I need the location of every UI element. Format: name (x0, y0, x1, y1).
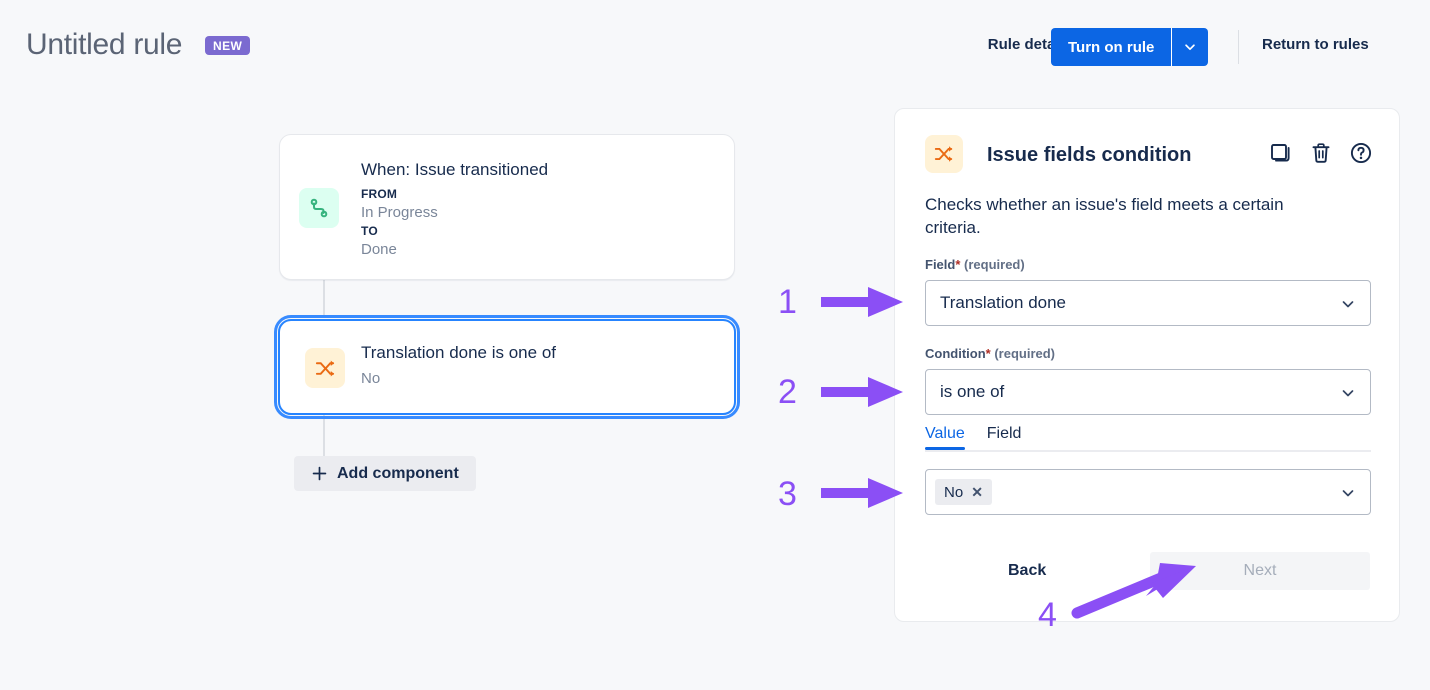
chevron-down-icon (1185, 44, 1196, 51)
issue-fields-condition-icon (925, 135, 963, 173)
annotation-number-2: 2 (778, 373, 797, 411)
return-to-rules-link[interactable]: Return to rules (1262, 36, 1369, 53)
condition-label-text: Condition (925, 346, 986, 361)
help-icon[interactable] (1349, 141, 1375, 167)
turn-on-rule-button[interactable]: Turn on rule (1051, 28, 1172, 66)
page-title: Untitled rule (26, 28, 183, 61)
trash-icon[interactable] (1309, 141, 1335, 167)
value-field-tabs: Value Field (925, 425, 1371, 452)
trigger-to-value: Done (361, 241, 397, 258)
tab-field[interactable]: Field (986, 425, 1022, 442)
next-button: Next (1150, 552, 1370, 590)
panel-header: Issue fields condition (925, 135, 1375, 175)
chevron-down-icon (1342, 490, 1354, 497)
condition-config-panel: Issue fields condition (894, 108, 1400, 622)
field-label-text: Field (925, 257, 956, 272)
tabs-underline (925, 450, 1371, 452)
duplicate-icon[interactable] (1269, 141, 1295, 167)
trigger-title: When: Issue transitioned (361, 160, 549, 179)
condition-card[interactable]: Translation done is one of No (279, 320, 735, 414)
chevron-down-icon (1342, 390, 1354, 397)
add-component-button[interactable]: Add component (294, 456, 476, 491)
panel-action-icons (1269, 141, 1375, 167)
header-divider (1238, 30, 1239, 64)
rule-flow-canvas: When: Issue transitioned FROM In Progres… (274, 134, 740, 491)
value-chip-label: No (944, 483, 964, 501)
tab-value[interactable]: Value (925, 425, 965, 450)
trigger-to-label: TO (361, 224, 378, 238)
condition-select-value: is one of (940, 382, 1005, 401)
panel-title: Issue fields condition (987, 144, 1192, 166)
panel-description: Checks whether an issue's field meets a … (925, 195, 1284, 238)
condition-card-subtitle: No (361, 370, 381, 387)
turn-on-rule-group: Turn on rule (1051, 28, 1209, 66)
field-required-star: * (955, 257, 961, 272)
back-button[interactable]: Back (1008, 552, 1046, 590)
annotation-number-4: 4 (1038, 596, 1057, 634)
chevron-down-icon (1342, 301, 1354, 308)
condition-required-text: (required) (994, 346, 1056, 361)
flow-connector (323, 278, 325, 316)
condition-card-title: Translation done is one of (361, 343, 556, 362)
turn-on-rule-dropdown-button[interactable] (1171, 28, 1209, 66)
trigger-card[interactable]: When: Issue transitioned FROM In Progres… (279, 134, 735, 280)
condition-select[interactable]: is one of (925, 369, 1371, 415)
flow-connector (323, 412, 325, 460)
field-select[interactable]: Translation done (925, 280, 1371, 326)
field-required-text: (required) (964, 257, 1025, 272)
value-select[interactable]: No ✕ (925, 469, 1371, 515)
add-component-label: Add component (337, 464, 459, 482)
field-select-value: Translation done (940, 293, 1067, 312)
close-icon[interactable]: ✕ (971, 483, 983, 500)
trigger-from-value: In Progress (361, 204, 438, 221)
annotation-number-1: 1 (778, 283, 797, 321)
value-chip: No ✕ (935, 479, 992, 505)
rule-details-link[interactable]: Rule details (987, 36, 1072, 53)
field-label: Field* (required) (925, 257, 1025, 272)
issue-fields-condition-icon (305, 348, 345, 388)
plus-icon (312, 466, 327, 481)
page-header: Untitled rule NEW Rule details Turn on r… (0, 0, 1430, 92)
status-badge: NEW (205, 36, 251, 55)
annotation-number-3: 3 (778, 475, 797, 513)
trigger-from-label: FROM (361, 187, 398, 201)
condition-label: Condition* (required) (925, 346, 1055, 361)
issue-transitioned-icon (299, 188, 339, 228)
condition-required-star: * (985, 346, 991, 361)
